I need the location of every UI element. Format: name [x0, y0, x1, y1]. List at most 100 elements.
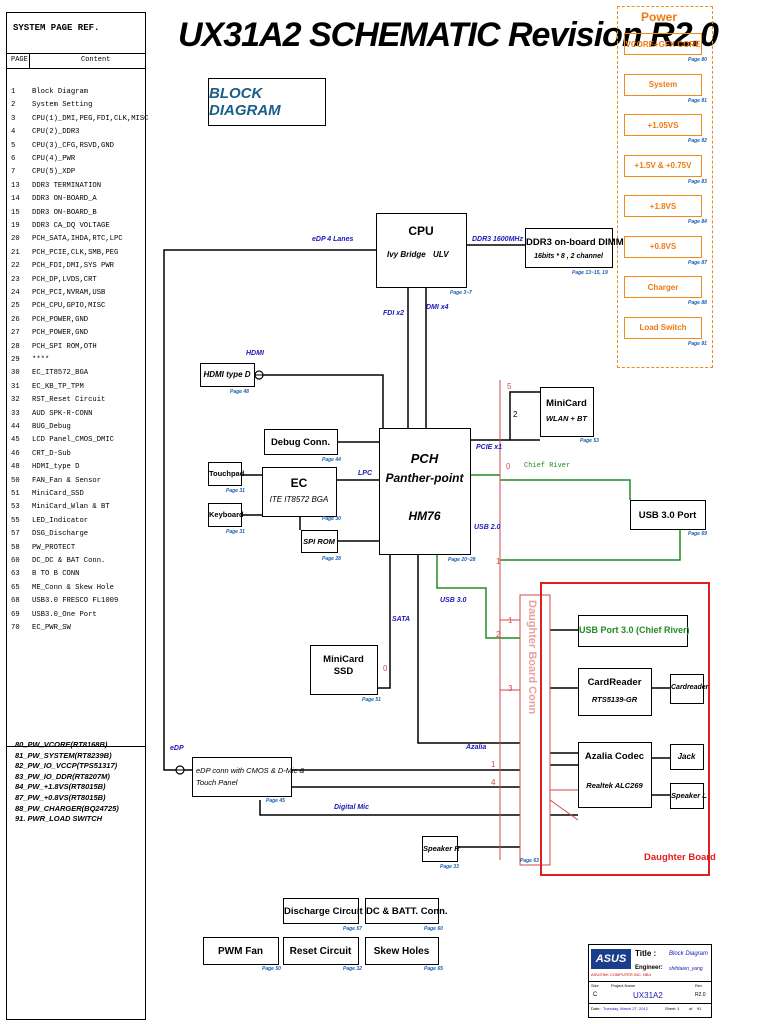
pch-page: Page 20~28 — [448, 557, 476, 563]
ref-row-page: 65 — [11, 583, 20, 592]
ref-row-content: MiniCard_Wlan & BT — [32, 503, 110, 512]
debug-page: Page 44 — [322, 457, 341, 463]
ref-row-page: 13 — [11, 181, 20, 190]
minicard-wlan-sub: WLAN + BT — [545, 414, 588, 423]
ref-row-page: 58 — [11, 543, 20, 552]
jack-title: Jack — [677, 752, 696, 761]
ref-row-page: 25 — [11, 302, 20, 311]
ref-row-content: EC_IT8572_BGA — [32, 369, 89, 378]
ref-row-page: 30 — [11, 369, 20, 378]
keyboard-block: Keyboard — [208, 503, 244, 527]
ref-row-page: 51 — [11, 490, 20, 498]
power-item: System — [624, 73, 702, 96]
spirom-title: SPI ROM — [303, 537, 335, 546]
minicard-wlan-title: MiniCard — [546, 398, 587, 409]
port-num: 1 — [496, 557, 501, 566]
azalia-codec-block: Azalia Codec Realtek ALC269 — [578, 742, 652, 808]
ref-row-page: 22 — [11, 262, 20, 271]
bus-edp-lanes: eDP 4 Lanes — [312, 236, 354, 243]
ref-row-content: CPU(3)_CFG,RSVD,GND — [32, 141, 114, 150]
ref-row-page: 44 — [11, 423, 20, 431]
ref-row-page: 2 — [11, 101, 16, 110]
skew-page: Page 65 — [424, 966, 443, 972]
cpu-title: CPU — [408, 224, 434, 238]
reset-title: Reset Circuit — [289, 946, 352, 957]
power-item: Charger — [624, 276, 702, 298]
power-page-item: 80_PW_VCORE(RT8168B) — [15, 740, 108, 749]
ref-row-content: PCH_SPI ROM,OTH — [32, 342, 97, 351]
ref-row-page: 21 — [11, 248, 20, 257]
power-item: +0.8VS — [624, 235, 702, 258]
ref-row-content: PCH_PCI,NVRAM,USB — [32, 289, 106, 297]
bus-usb20: USB 2.0 — [474, 524, 501, 531]
pch-line2: Panther-point — [385, 471, 464, 485]
minicard-ssd-sub: SSD — [333, 666, 354, 677]
dcbatt-page: Page 60 — [424, 926, 443, 932]
keyboard-page: Page 31 — [226, 529, 245, 535]
edp-title2: Touch Panel — [196, 778, 238, 787]
minicard-wlan-page: Page 53 — [580, 438, 599, 444]
bus-dmi: DMI x4 — [426, 304, 449, 311]
minicard-ssd-page: Page 51 — [362, 697, 381, 703]
bus-lpc: LPC — [358, 470, 372, 477]
bus-edp: eDP — [170, 745, 184, 752]
project-label: Project Name — [611, 983, 636, 988]
power-item: +1.8VS — [624, 195, 702, 217]
power-panel — [617, 6, 713, 368]
ddr-title: DDR3 on-board DIMM — [526, 237, 624, 248]
ref-row-page: 23 — [11, 275, 20, 284]
rev-label: Rev — [695, 983, 703, 988]
ref-row-page: 14 — [11, 195, 20, 204]
speaker-l-title: Speaker L — [671, 791, 707, 800]
ref-row-page: 69 — [11, 610, 20, 619]
port-num: 0 — [506, 462, 511, 471]
ref-col-content: Content — [81, 56, 111, 64]
pch-block: PCH Panther-point HM76 — [379, 428, 471, 555]
rev-value: R2.0 — [695, 992, 706, 998]
bus-sata: SATA — [392, 616, 411, 623]
page-title: UX31A2 SCHEMATIC Revision R2.0 — [178, 16, 719, 54]
ref-row-content: RST_Reset Circuit — [32, 396, 106, 405]
ref-row-page: 26 — [11, 315, 20, 324]
edp-page: Page 45 — [266, 798, 285, 804]
port-num: 3 — [508, 684, 513, 693]
cpu-sub1: Ivy Bridge — [387, 250, 426, 259]
azalia-sub: Realtek ALC269 — [586, 781, 643, 790]
ref-row-content: CPU(1)_DMI,PEG,FDI,CLK,MISC — [32, 114, 149, 123]
ref-row-page: 29 — [11, 356, 20, 364]
ref-row-page: 6 — [11, 155, 16, 163]
ref-heading: SYSTEM PAGE REF. — [13, 23, 100, 33]
ref-row-content: CPU(4)_PWR — [32, 155, 76, 163]
ref-row-page: 31 — [11, 382, 20, 391]
power-item-page: Page 83 — [688, 178, 707, 185]
edp-title: eDP conn with CMOS & D-Mic & — [196, 766, 305, 775]
daughter-conn-label: Daughter Board Conn — [526, 600, 538, 715]
ref-row-page: 70 — [11, 624, 20, 632]
ref-row-content: PW_PROTECT — [32, 543, 76, 552]
power-page-item: 81_PW_SYSTEM(RT8239B) — [15, 750, 112, 760]
touchpad-page: Page 31 — [226, 488, 245, 494]
sheet-label: Sheet — [665, 1006, 676, 1011]
power-item-page: Page 91 — [688, 340, 707, 347]
ref-row-content: CRT_D-Sub — [32, 449, 71, 458]
minicard-wlan-block: MiniCard WLAN + BT — [540, 387, 594, 437]
reset-block: Reset Circuit — [283, 937, 359, 965]
ref-row-content: CPU(5)_XDP — [32, 168, 76, 177]
power-item-page: Page 81 — [688, 97, 707, 104]
power-item: +1.05VS — [624, 114, 702, 136]
ref-row-page: 24 — [11, 289, 20, 297]
project-value: UX31A2 — [633, 991, 663, 1000]
pwm-fan-block: PWM Fan — [203, 937, 279, 965]
ref-row-content: ME_Conn & Skew Hole — [32, 583, 114, 592]
speaker-r-block: Speaker R — [422, 836, 460, 862]
power-item-page: Page 82 — [688, 138, 707, 144]
ref-row-content: System Setting — [32, 101, 93, 110]
ref-row-content: CPU(2)_DDR3 — [32, 128, 80, 137]
daughter-board-frame — [540, 582, 710, 876]
title-block: ASUS Title : Block Diagram ASUSTeK COMPU… — [588, 944, 712, 1018]
bus-azalia: Azalia — [466, 744, 487, 751]
pch-line1: PCH — [410, 451, 439, 466]
ref-row-page: 53 — [11, 503, 20, 512]
bus-hdmi: HDMI — [246, 350, 264, 357]
